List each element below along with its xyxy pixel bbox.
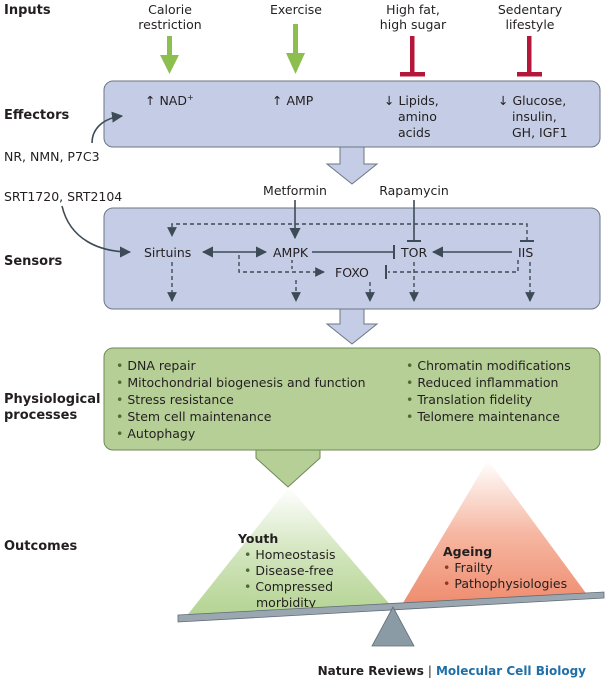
sensor-tor: TOR — [400, 245, 427, 260]
dashed-sirtuins-foxo — [238, 255, 325, 277]
drug-nr-nmn-p7c3: NR, NMN, P7C3 — [4, 149, 100, 164]
drug-metformin: Metformin — [263, 183, 327, 198]
drug-srt: SRT1720, SRT2104 — [4, 189, 122, 204]
seesaw-beam — [177, 591, 605, 623]
ageing-triangle — [400, 460, 588, 608]
process-item: • Translation fidelity — [406, 392, 533, 407]
credit-journal: Nature Reviews — [317, 664, 424, 678]
process-item: • DNA repair — [116, 358, 196, 373]
process-item: • Mitochondrial biogenesis and function — [116, 375, 366, 390]
section-label-outcomes: Outcomes — [4, 539, 78, 554]
section-label-inputs: Inputs — [4, 3, 51, 18]
block-arrow-effectors-sensors — [325, 146, 379, 185]
block-arrow-processes-outcomes — [255, 449, 321, 488]
process-item: • Stem cell maintenance — [116, 409, 272, 424]
ageing-item: • Frailty — [443, 560, 493, 575]
effector-glucose: ↓ Glucose, — [498, 93, 566, 108]
inhibit-rapamycin-tor — [407, 200, 421, 242]
dashed-iis-to-sirtuins — [167, 223, 534, 242]
youth-triangle — [185, 487, 392, 618]
effector-amp: ↑ AMP — [272, 93, 314, 108]
input-high-fat-line2: high sugar — [380, 17, 447, 32]
youth-item: • Disease-free — [244, 563, 334, 578]
process-item: • Autophagy — [116, 426, 196, 441]
sensor-iis: IIS — [518, 245, 533, 260]
drug-rapamycin: Rapamycin — [379, 183, 449, 198]
ageing-item: • Pathophysiologies — [443, 576, 567, 591]
red-inhibit-high-fat — [400, 36, 425, 77]
effector-nad: ↑ NAD+ — [145, 93, 194, 108]
section-label-sensors: Sensors — [4, 254, 63, 269]
processes-box — [103, 347, 601, 451]
effector-lipids-line2: amino — [398, 109, 437, 124]
effector-glucose-line3: GH, IGF1 — [512, 125, 568, 140]
youth-item: • Homeostasis — [244, 547, 336, 562]
input-high-fat: High fat, — [386, 2, 440, 17]
credit-subjournal: Molecular Cell Biology — [435, 664, 586, 678]
effector-lipids: ↓ Lipids, — [384, 93, 439, 108]
seesaw-fulcrum — [371, 606, 415, 647]
process-item: • Telomere maintenance — [406, 409, 560, 424]
process-list-right: • Chromatin modifications • Reduced infl… — [406, 358, 571, 424]
input-sedentary-line2: lifestyle — [505, 17, 554, 32]
dashed-iis-foxo-inhibit — [385, 260, 519, 279]
curve-arrow-nr — [91, 111, 124, 144]
red-inhibit-sedentary — [517, 36, 542, 77]
process-item: • Reduced inflammation — [406, 375, 558, 390]
section-label-physiological: Physiological — [4, 392, 100, 407]
section-label-effectors: Effectors — [4, 108, 69, 123]
effector-glucose-line2: insulin, — [512, 109, 557, 124]
process-list-left: • DNA repair • Mitochondrial biogenesis … — [116, 358, 366, 441]
youth-item: morbidity — [256, 595, 317, 610]
process-item: • Chromatin modifications — [406, 358, 571, 373]
credit-separator: | — [427, 664, 432, 678]
input-sedentary: Sedentary — [498, 2, 563, 17]
input-exercise: Exercise — [270, 2, 322, 17]
youth-item: • Compressed — [244, 579, 333, 594]
outcome-ageing-title: Ageing — [443, 544, 492, 559]
journal-credit: Nature Reviews|Molecular Cell Biology — [0, 664, 586, 678]
sensor-sirtuins: Sirtuins — [144, 245, 191, 260]
effector-lipids-line3: acids — [398, 125, 430, 140]
sensor-ampk: AMPK — [273, 245, 309, 260]
process-item: • Stress resistance — [116, 392, 234, 407]
block-arrow-sensors-processes — [325, 308, 379, 345]
input-calorie-restriction-line2: restriction — [138, 17, 201, 32]
section-label-processes: processes — [4, 408, 77, 423]
green-arrow-exercise — [286, 24, 305, 74]
inhibit-ampk-tor — [312, 245, 395, 259]
green-arrow-calorie — [160, 36, 179, 74]
sensor-foxo: FOXO — [335, 265, 369, 280]
input-calorie-restriction: Calorie — [148, 2, 192, 17]
outcome-youth-title: Youth — [237, 531, 278, 546]
curve-arrow-srt — [61, 205, 132, 258]
